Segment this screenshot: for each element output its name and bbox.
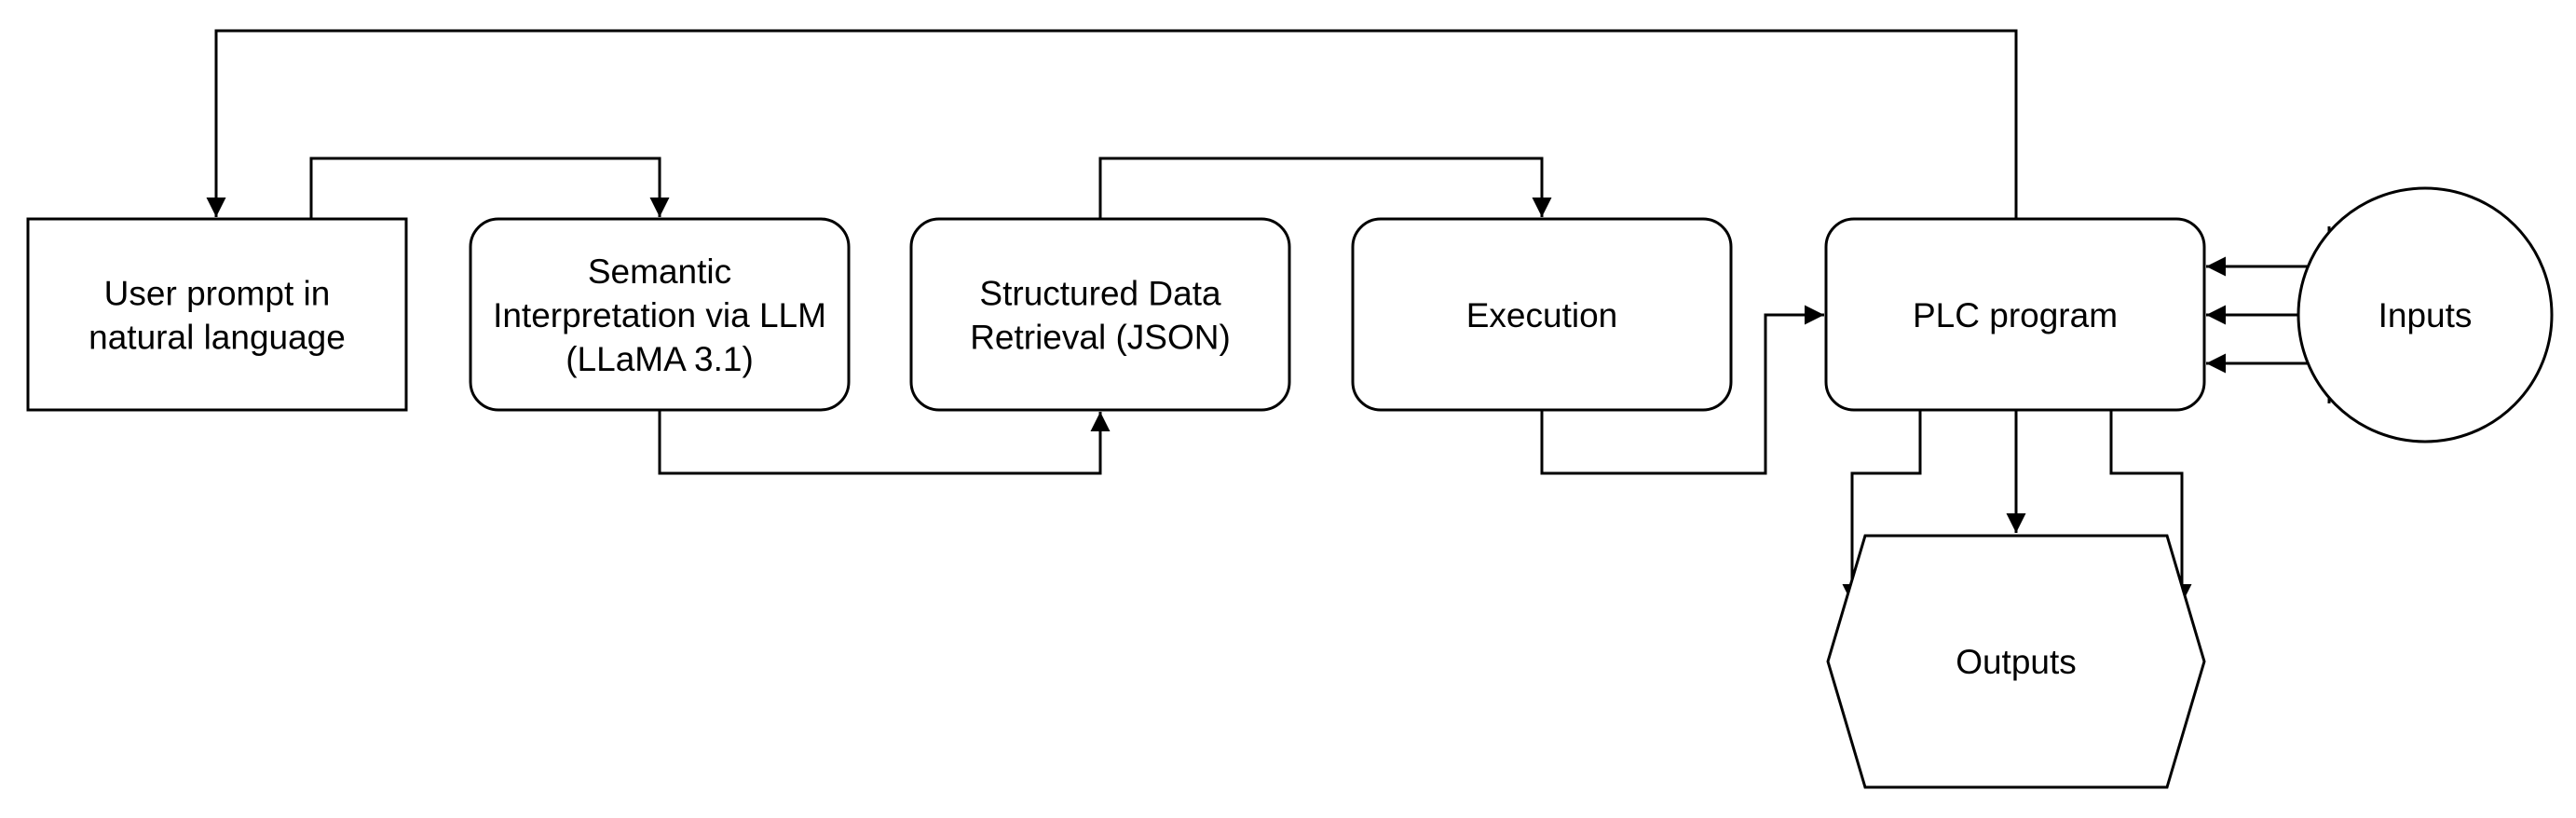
arrow-user-prompt-to-semantic [309,157,670,219]
outputs-node: Outputs [1826,534,2206,789]
semantic-label-line: Interpretation via LLM [493,296,826,334]
arrow-semantic-to-structured [658,410,1111,475]
plc-program-label: PLC program [1913,296,2118,334]
plc-program-node: PLC program [1824,217,2206,412]
outputs-label-line: Outputs [1956,643,2077,681]
arrow-plc-to-user-prompt [206,29,2018,219]
user-prompt-node: User prompt in natural language [26,217,408,412]
user-prompt-label-line: natural language [89,319,346,357]
semantic-label-line: (LLaMA 3.1) [566,340,754,378]
inputs-label: Inputs [2378,296,2473,334]
structured-label-line: Structured Data [979,275,1221,313]
execution-label: Execution [1466,296,1618,334]
user-prompt-label: User prompt in natural language [89,275,346,357]
inputs-node: Inputs [2297,186,2554,443]
inputs-label-line: Inputs [2378,296,2473,334]
semantic-label-line: Semantic [588,252,731,291]
arrow-structured-to-execution [1098,157,1552,219]
plc-label-line: PLC program [1913,296,2118,334]
outputs-label: Outputs [1956,643,2077,681]
execution-label-line: Execution [1466,296,1618,334]
arrow-execution-to-plc [1540,305,1824,475]
user-prompt-label-line: User prompt in [104,275,331,313]
structured-label-line: Retrieval (JSON) [970,319,1231,357]
arrow-plc-to-outputs-right [2109,410,2192,604]
execution-node: Execution [1351,217,1733,412]
arrow-plc-to-outputs-left [1842,410,1922,604]
